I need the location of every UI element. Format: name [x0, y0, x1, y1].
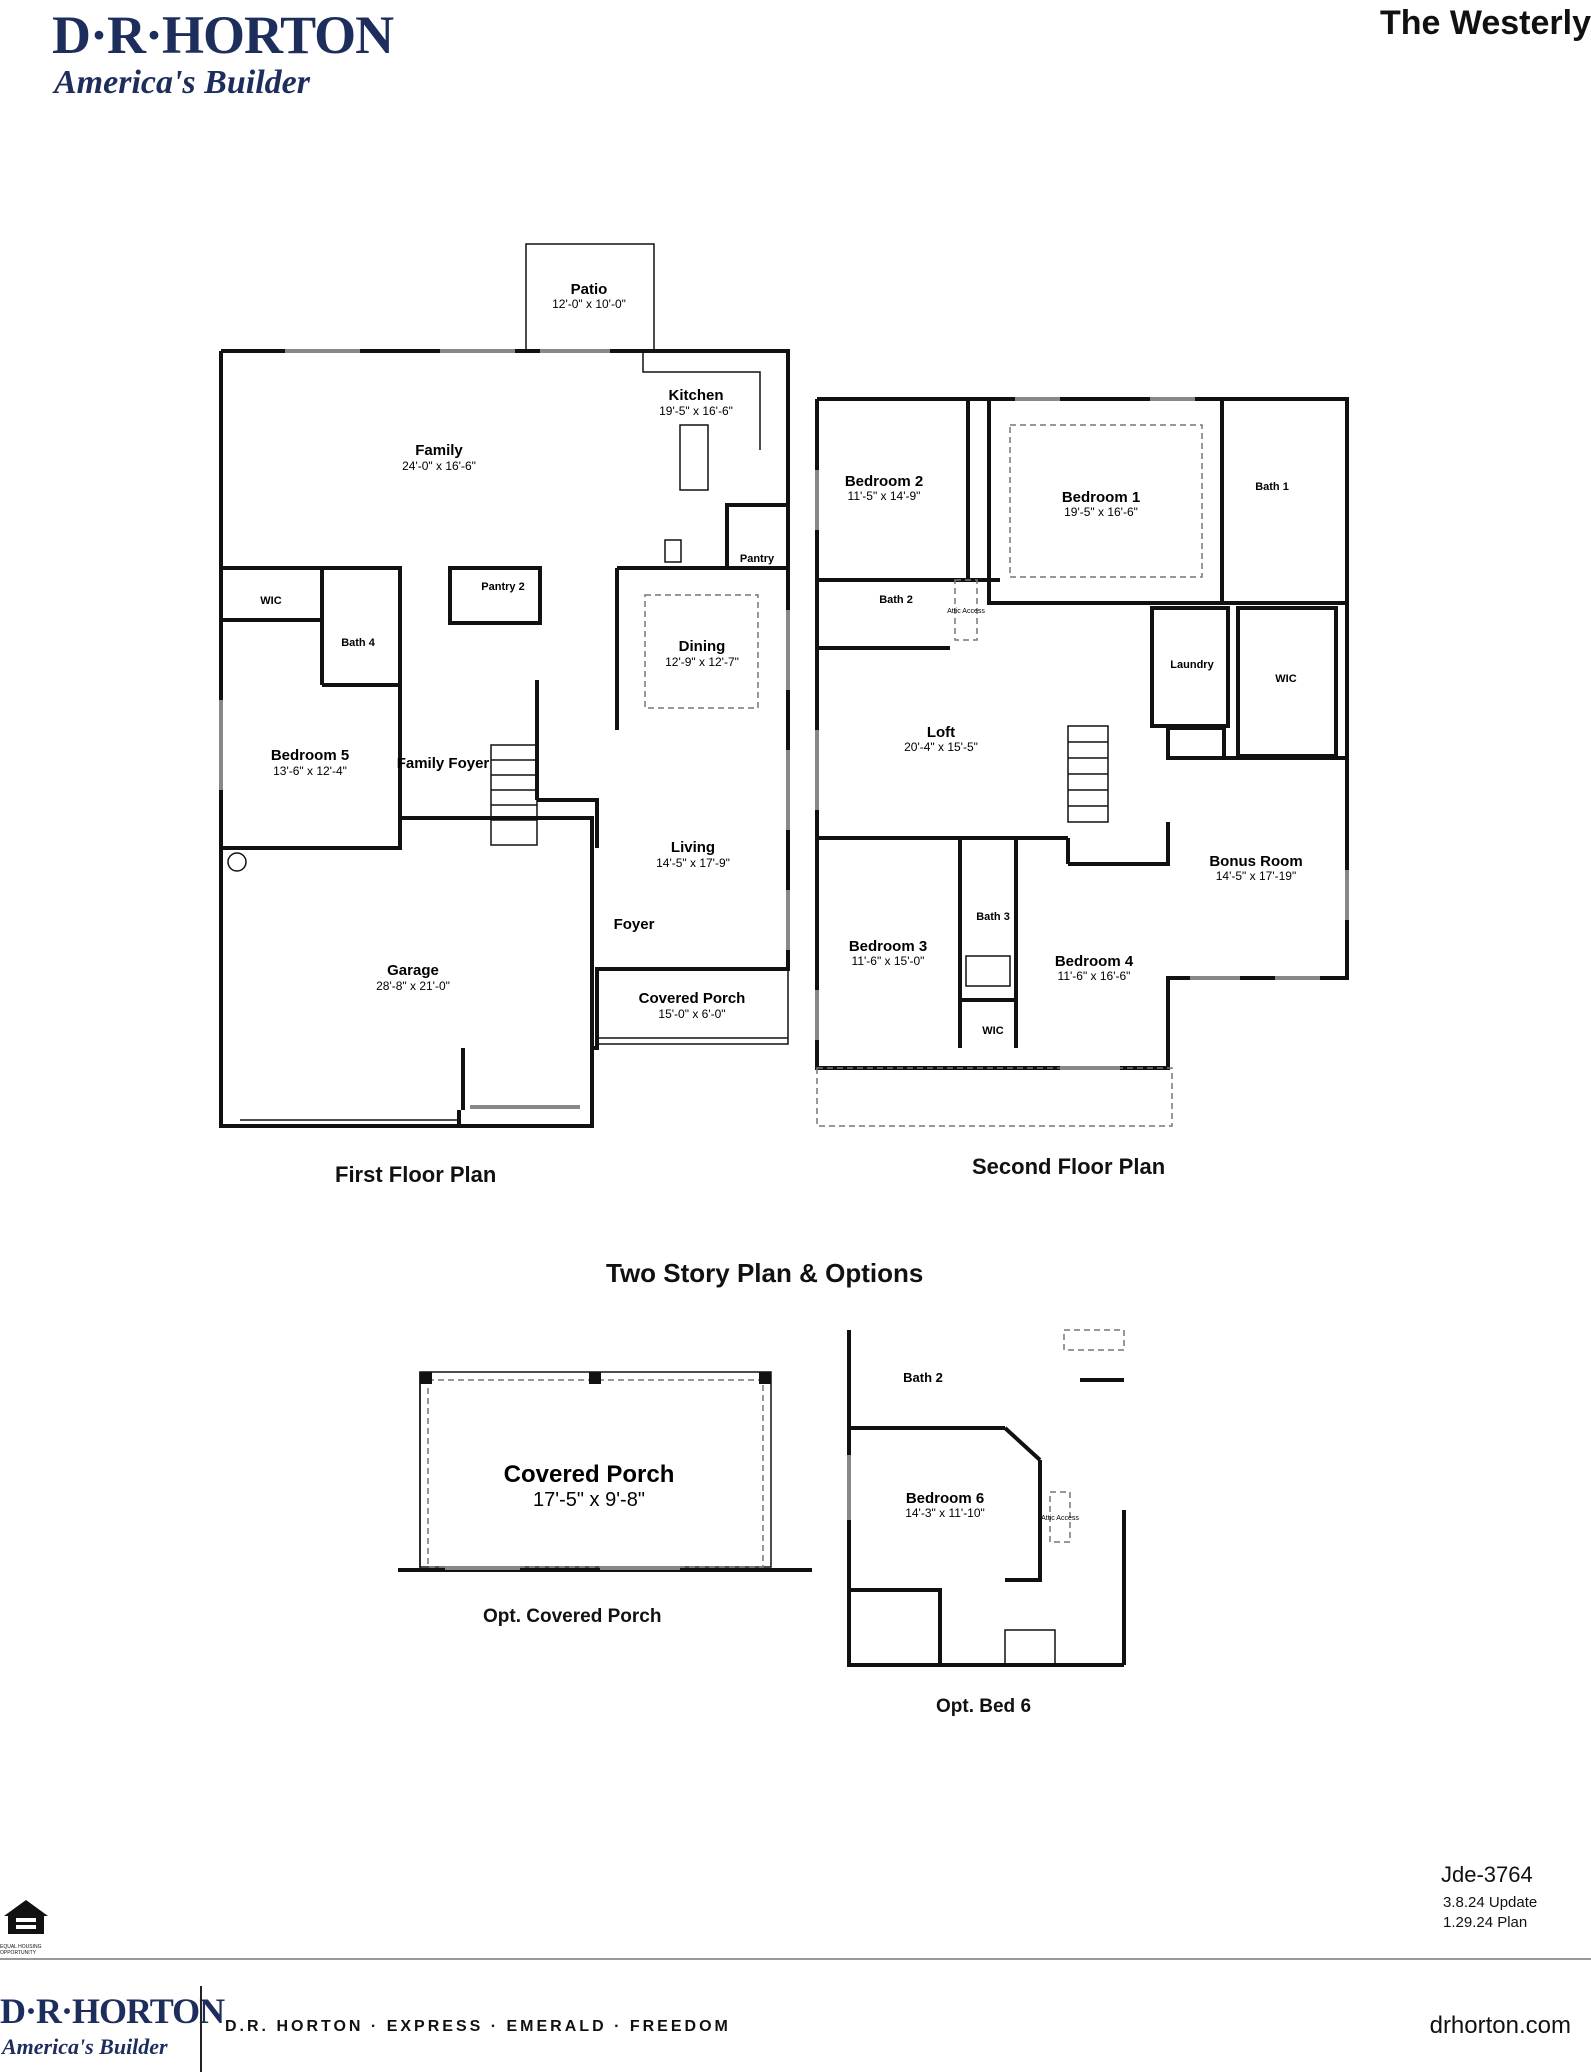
- option-covered-porch: Covered Porch 17'-5" x 9'-8": [398, 1371, 812, 1572]
- room-name-wic-bed4: WIC: [982, 1025, 1003, 1037]
- room-name-patio: Patio: [571, 281, 608, 298]
- room-dims-family: 24'-0" x 16'-6": [402, 459, 476, 473]
- room-name-garage: Garage: [387, 962, 439, 979]
- opt-covered-porch-caption: Opt. Covered Porch: [483, 1606, 662, 1627]
- room-name-bedroom-2: Bedroom 2: [845, 473, 923, 490]
- plan-update: 3.8.24 Update: [1443, 1894, 1538, 1911]
- room-name-bedroom-4: Bedroom 4: [1055, 953, 1134, 970]
- room-dims-kitchen: 19'-5" x 16'-6": [659, 404, 733, 418]
- opt-porch-dims: 17'-5" x 9'-8": [533, 1489, 645, 1511]
- room-name-kitchen: Kitchen: [668, 387, 723, 404]
- footer-brands-line: D.R. HORTON · EXPRESS · EMERALD · FREEDO…: [225, 2018, 731, 2035]
- footer-separator: [200, 1986, 202, 2072]
- footer-brand-tagline: America's Builder: [2, 2034, 168, 2059]
- footer-divider: [0, 1958, 1591, 1960]
- plan-code: Jde-3764: [1441, 1862, 1533, 1887]
- opt-porch-name: Covered Porch: [504, 1461, 675, 1488]
- room-name-bath-2: Bath 2: [879, 594, 913, 606]
- room-dims-garage: 28'-8" x 21'-0": [376, 979, 450, 993]
- second-floor-caption: Second Floor Plan: [972, 1154, 1166, 1179]
- room-name-pantry-2: Pantry 2: [481, 581, 524, 593]
- plan-name: The Westerly: [1379, 4, 1591, 42]
- room-name-wic: WIC: [260, 595, 281, 607]
- room-dims-bedroom-1: 19'-5" x 16'-6": [1064, 505, 1138, 519]
- room-dims-bonus-room: 14'-5" x 17'-19": [1216, 869, 1296, 883]
- room-dims-bedroom-5: 13'-6" x 12'-4": [273, 764, 347, 778]
- room-name-bath-3: Bath 3: [976, 911, 1010, 923]
- room-dims-loft: 20'-4" x 15'-5": [904, 740, 978, 754]
- room-name-family: Family: [415, 442, 463, 459]
- room-dims-bedroom-4: 11'-6" x 16'-6": [1058, 969, 1131, 983]
- opt-bed6-bath-label: Bath 2: [903, 1370, 943, 1385]
- second-floor-plan: Bedroom 2 11'-5" x 14'-9" Bedroom 1 19'-…: [815, 397, 1349, 1127]
- room-name-family-foyer: Family Foyer: [397, 755, 490, 772]
- room-dims-patio: 12'-0" x 10'-0": [552, 297, 626, 311]
- equal-housing-label: EQUAL HOUSING OPPORTUNITY: [0, 1944, 42, 1956]
- room-name-laundry: Laundry: [1170, 659, 1214, 671]
- room-dims-covered-porch: 15'-0" x 6'-0": [658, 1007, 725, 1021]
- equal-housing-icon: [0, 1896, 52, 1948]
- room-name-dining: Dining: [679, 638, 726, 655]
- first-floor-caption: First Floor Plan: [335, 1162, 497, 1187]
- plan-date: 1.29.24 Plan: [1443, 1914, 1528, 1931]
- room-name-bedroom-3: Bedroom 3: [849, 938, 927, 955]
- room-name-bath-4: Bath 4: [341, 637, 376, 649]
- brand-logo: D·R·HORTON: [52, 5, 394, 65]
- attic-access-label: Attic Access: [947, 608, 985, 615]
- opt-bed6-attic: Attic Access: [1041, 1515, 1079, 1522]
- brand-tagline: America's Builder: [54, 64, 310, 101]
- room-dims-bedroom-3: 11'-6" x 15'-0": [852, 954, 925, 968]
- room-name-bedroom-5: Bedroom 5: [271, 747, 349, 764]
- opt-bed6-name: Bedroom 6: [906, 1490, 984, 1507]
- footer-website-link[interactable]: drhorton.com: [1429, 2012, 1571, 2039]
- option-bedroom-6: Bath 2 Bedroom 6 14'-3" x 11'-10" Attic …: [847, 1329, 1126, 1667]
- room-name-bonus-room: Bonus Room: [1209, 853, 1302, 870]
- opt-bed6-caption: Opt. Bed 6: [936, 1696, 1032, 1717]
- first-floor-plan: Patio 12'-0" x 10'-0" Kitchen 19'-5" x 1…: [219, 243, 790, 1128]
- room-name-foyer: Foyer: [614, 916, 655, 933]
- room-name-bath-1: Bath 1: [1255, 481, 1289, 493]
- opt-bed6-dims: 14'-3" x 11'-10": [905, 1506, 985, 1520]
- options-heading: Two Story Plan & Options: [606, 1258, 924, 1288]
- room-name-loft: Loft: [927, 724, 955, 741]
- footer-brand-logo: D·R·HORTON: [0, 1991, 225, 2031]
- room-dims-bedroom-2: 11'-5" x 14'-9": [848, 489, 921, 503]
- room-dims-dining: 12'-9" x 12'-7": [665, 655, 739, 669]
- room-name-bedroom-1: Bedroom 1: [1062, 489, 1140, 506]
- room-name-living: Living: [671, 839, 715, 856]
- room-name-covered-porch: Covered Porch: [639, 990, 746, 1007]
- room-dims-living: 14'-5" x 17'-9": [656, 856, 730, 870]
- room-name-pantry: Pantry: [740, 553, 775, 565]
- room-name-wic-upper: WIC: [1275, 673, 1296, 685]
